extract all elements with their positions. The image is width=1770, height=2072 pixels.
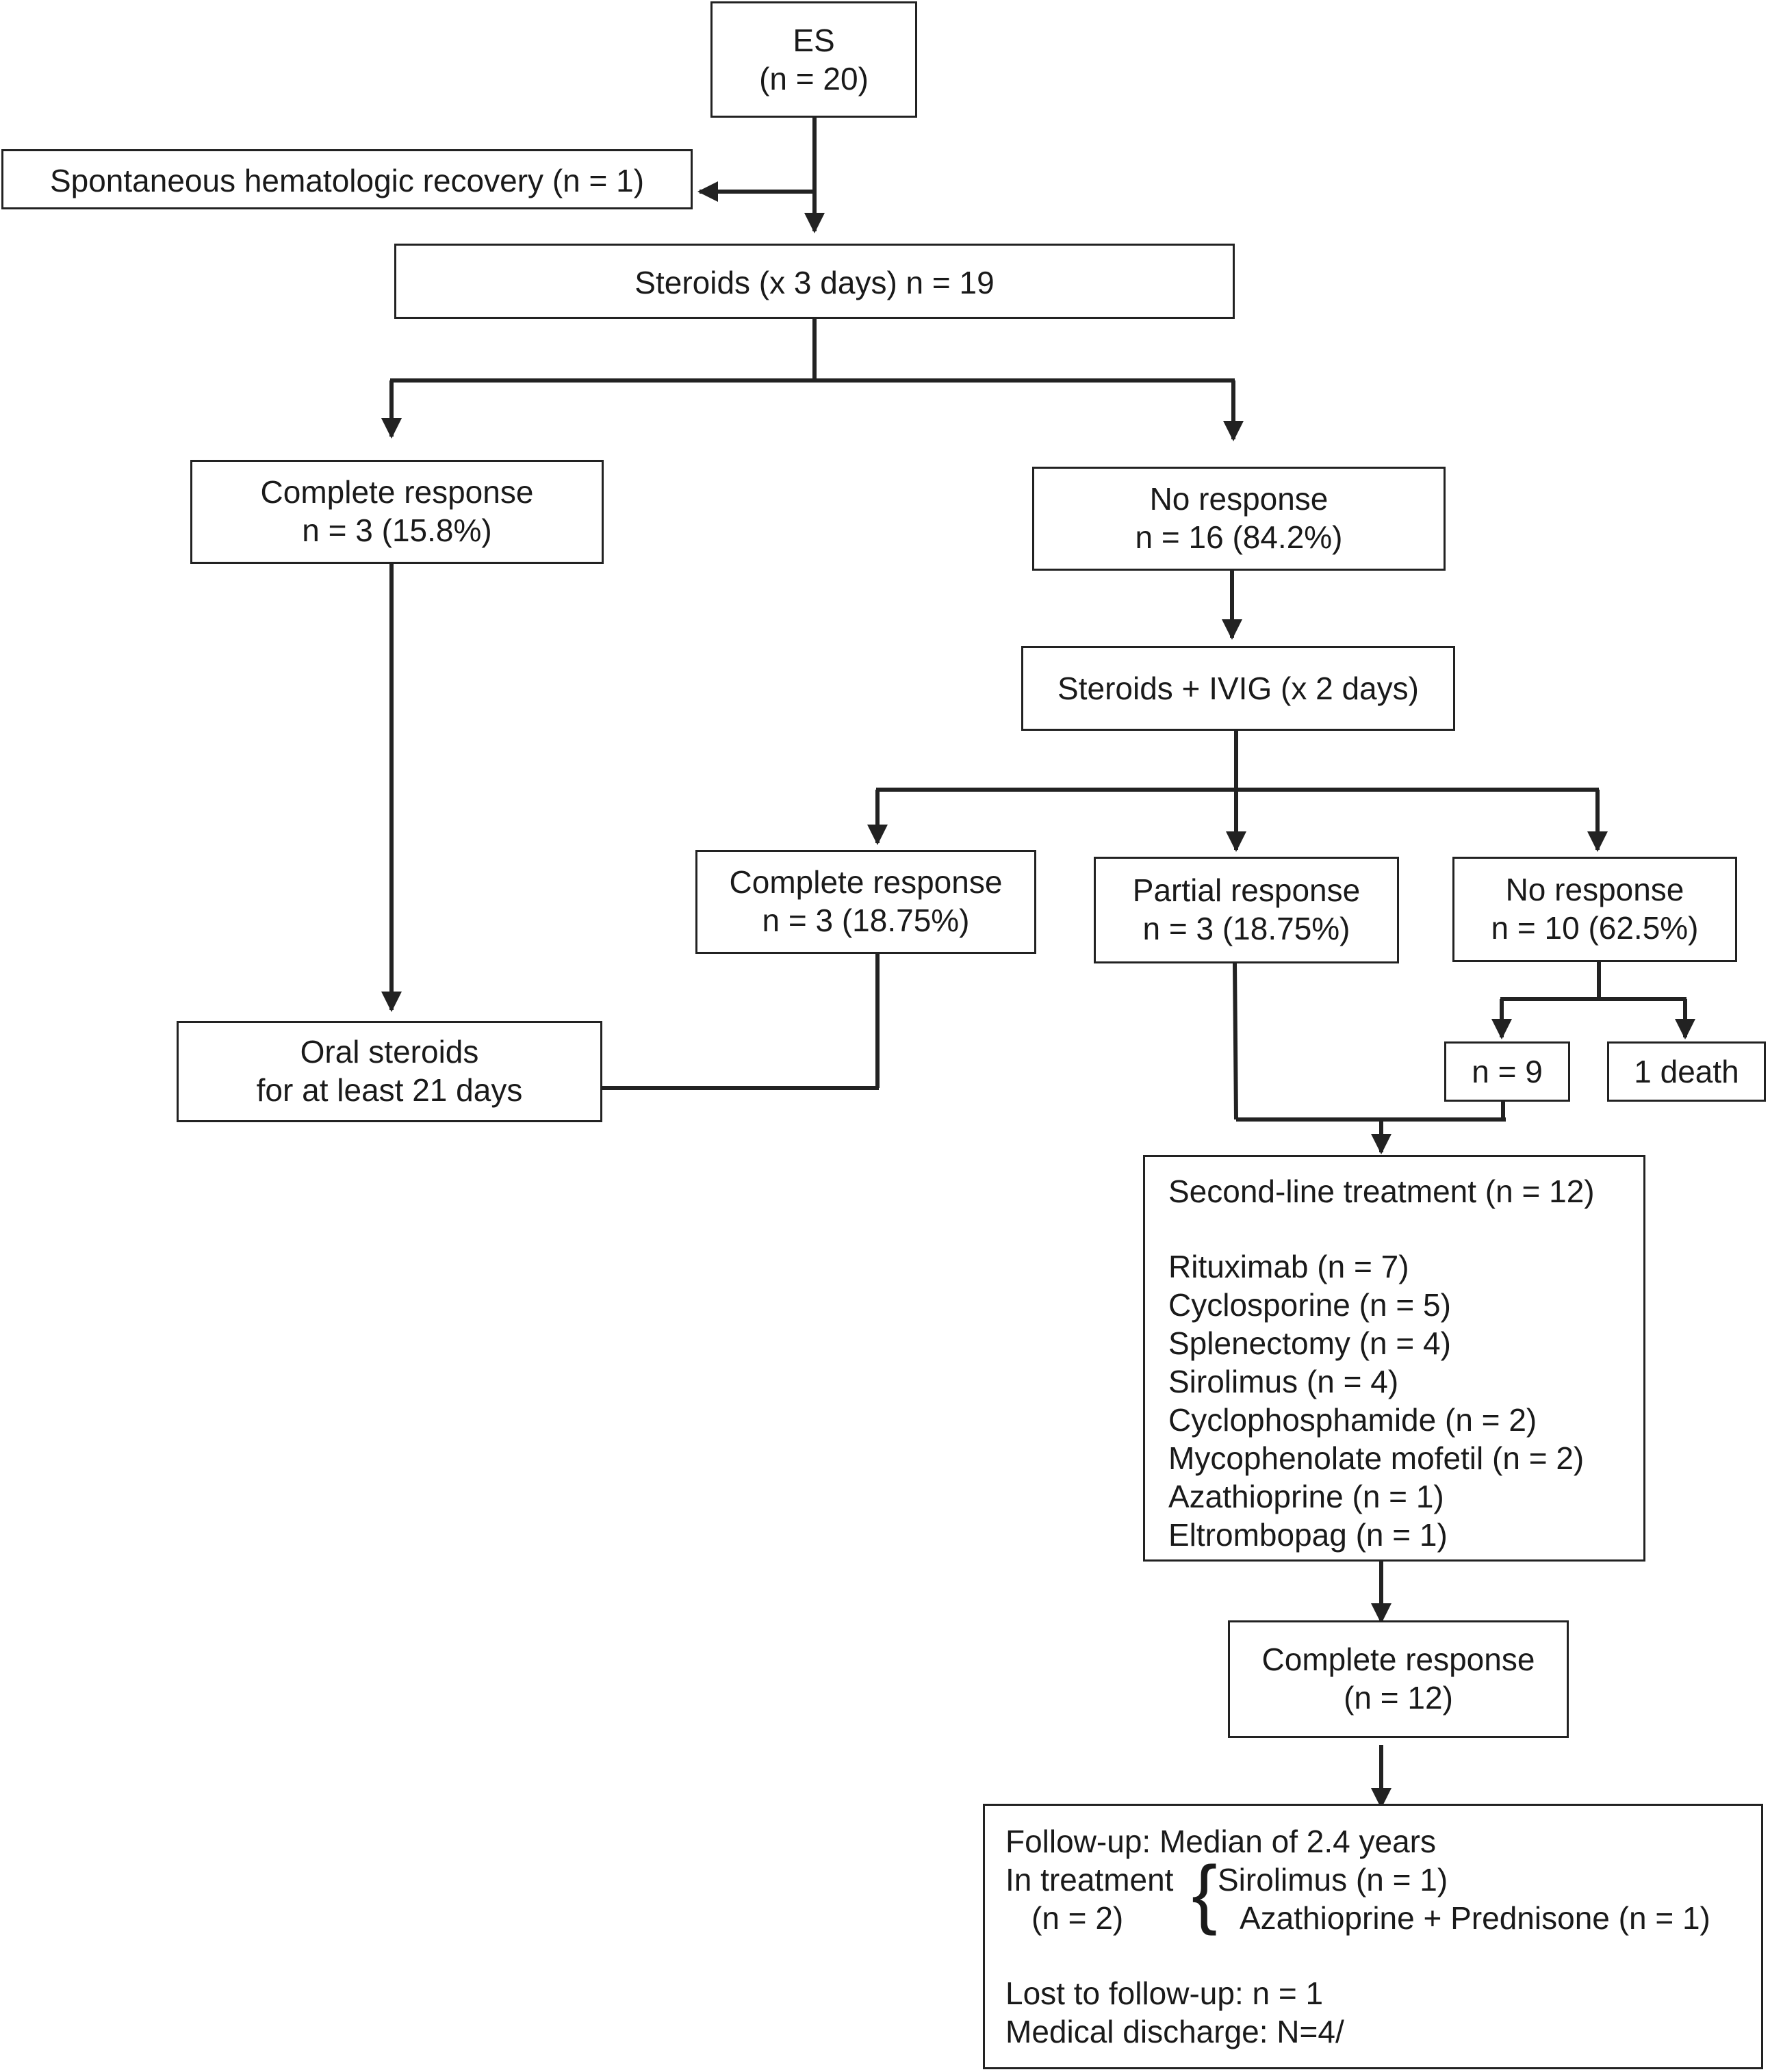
in-treatment-count: (n = 2) <box>1031 1900 1124 1936</box>
complete-response-3-box: Complete response (n = 12) <box>1228 1620 1569 1738</box>
es-box: ES (n = 20) <box>710 1 917 118</box>
no-response-2-title: No response <box>1505 872 1684 907</box>
steroids-3days-box: Steroids (x 3 days) n = 19 <box>394 244 1235 319</box>
es-count: (n = 20) <box>759 61 869 96</box>
treatment-item: Sirolimus (n = 4) <box>1168 1364 1399 1399</box>
second-line-treatment-box: Second-line treatment (n = 12) Rituximab… <box>1143 1155 1645 1562</box>
steroids-ivig-label: Steroids + IVIG (x 2 days) <box>1057 671 1419 706</box>
no-response-1-box: No response n = 16 (84.2%) <box>1032 467 1446 571</box>
n9-box: n = 9 <box>1444 1041 1570 1102</box>
steroids-3days-label: Steroids (x 3 days) n = 19 <box>634 265 995 300</box>
death-box: 1 death <box>1607 1041 1766 1102</box>
treatment-item: Splenectomy (n = 4) <box>1168 1325 1451 1361</box>
n9-label: n = 9 <box>1472 1054 1543 1089</box>
oral-steroids-duration: for at least 21 days <box>256 1072 523 1108</box>
treatment-item: Azathioprine (n = 1) <box>1168 1479 1444 1514</box>
complete-response-1-count: n = 3 (15.8%) <box>302 513 492 548</box>
complete-response-3-count: (n = 12) <box>1344 1680 1453 1715</box>
partial-response-title: Partial response <box>1132 872 1361 908</box>
steroids-ivig-box: Steroids + IVIG (x 2 days) <box>1021 646 1455 731</box>
no-response-1-count: n = 16 (84.2%) <box>1135 519 1343 555</box>
death-label: 1 death <box>1634 1054 1739 1089</box>
no-response-1-title: No response <box>1149 481 1329 517</box>
second-line-title: Second-line treatment (n = 12) <box>1168 1174 1595 1209</box>
complete-response-2-title: Complete response <box>729 864 1003 900</box>
lost-to-follow-up: Lost to follow-up: n = 1 <box>1005 1976 1324 2011</box>
no-response-2-box: No response n = 10 (62.5%) <box>1452 857 1737 962</box>
brace-icon: { <box>1192 1850 1218 1936</box>
es-label: ES <box>793 23 835 58</box>
oral-steroids-box: Oral steroids for at least 21 days <box>177 1021 602 1122</box>
oral-steroids-title: Oral steroids <box>300 1034 479 1070</box>
partial-response-count: n = 3 (18.75%) <box>1142 911 1350 946</box>
no-response-2-count: n = 10 (62.5%) <box>1491 910 1699 946</box>
complete-response-1-title: Complete response <box>260 474 534 510</box>
medical-discharge: Medical discharge: N=4/ <box>1005 2014 1344 2049</box>
follow-up-box: Follow-up: Median of 2.4 years In treatm… <box>983 1804 1763 2069</box>
treatment-item: Cyclophosphamide (n = 2) <box>1168 1402 1537 1438</box>
treatment-item: Mycophenolate mofetil (n = 2) <box>1168 1440 1585 1476</box>
complete-response-1-box: Complete response n = 3 (15.8%) <box>190 460 604 564</box>
spontaneous-recovery-box: Spontaneous hematologic recovery (n = 1) <box>1 149 693 209</box>
partial-response-box: Partial response n = 3 (18.75%) <box>1094 857 1399 963</box>
complete-response-3-title: Complete response <box>1261 1642 1535 1677</box>
spontaneous-recovery-label: Spontaneous hematologic recovery (n = 1) <box>49 163 645 198</box>
treatment-item: Rituximab (n = 7) <box>1168 1249 1409 1284</box>
in-treatment-label: In treatment <box>1005 1862 1174 1898</box>
complete-response-2-box: Complete response n = 3 (18.75%) <box>695 850 1036 954</box>
treatment-item: Eltrombopag (n = 1) <box>1168 1517 1448 1553</box>
in-treatment-item: Azathioprine + Prednisone (n = 1) <box>1240 1900 1710 1936</box>
in-treatment-item: Sirolimus (n = 1) <box>1218 1862 1448 1898</box>
follow-up-median: Follow-up: Median of 2.4 years <box>1005 1824 1436 1859</box>
complete-response-2-count: n = 3 (18.75%) <box>762 903 970 938</box>
treatment-item: Cyclosporine (n = 5) <box>1168 1287 1451 1323</box>
